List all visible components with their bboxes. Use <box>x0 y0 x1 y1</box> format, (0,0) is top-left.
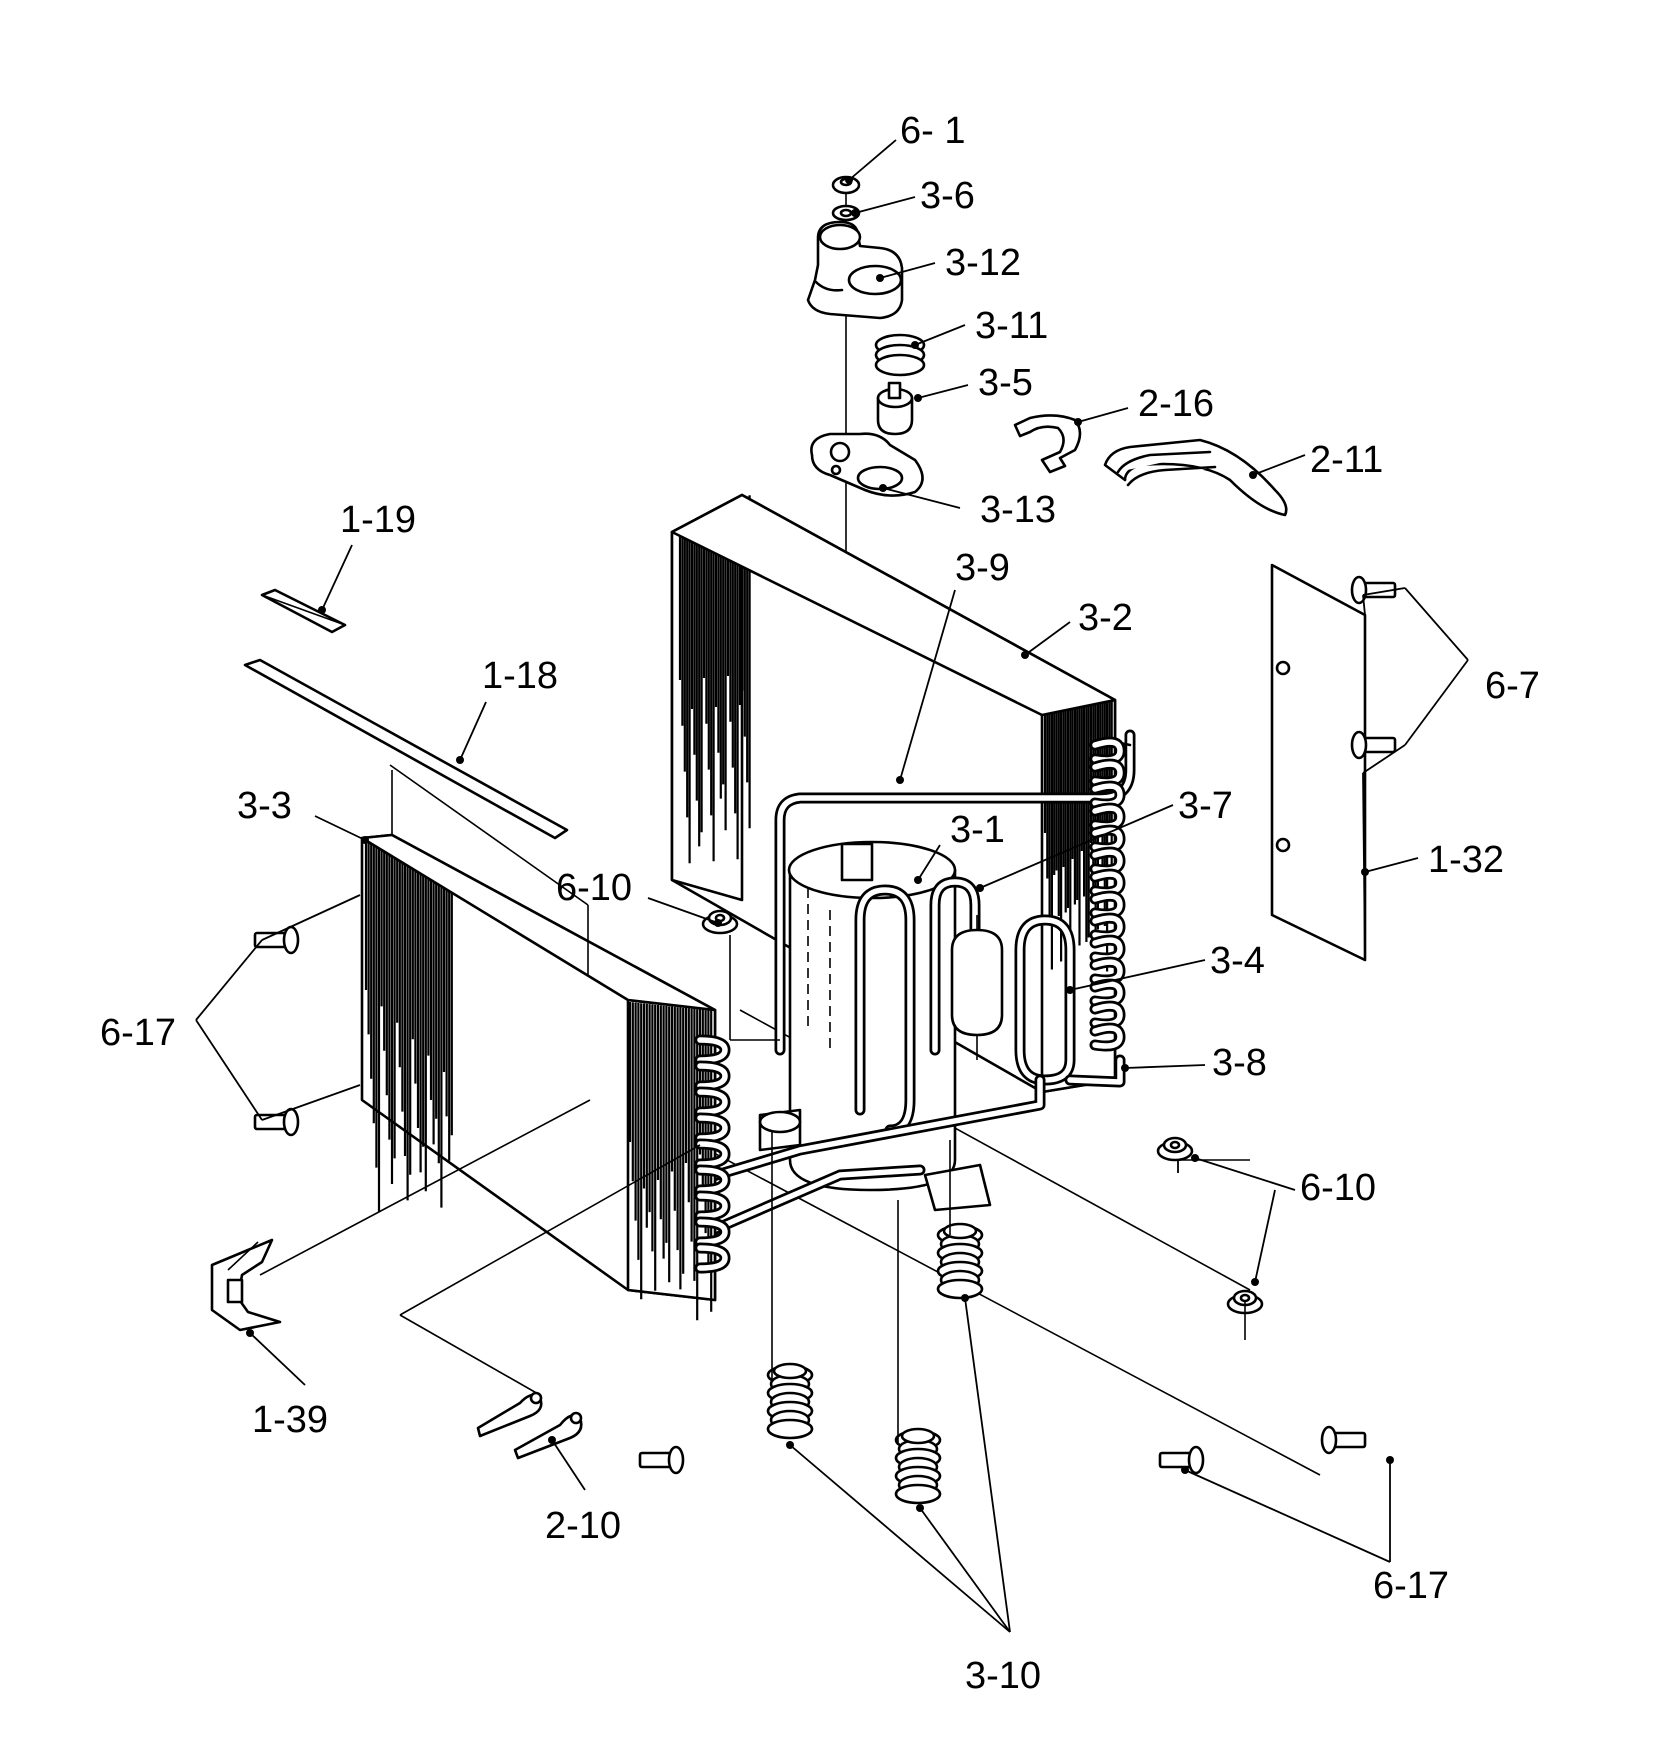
label-3-2: 3-2 <box>1078 597 1133 639</box>
part-3-3-evaporator-coil <box>360 770 717 1321</box>
label-1-32: 1-32 <box>1428 839 1504 881</box>
leader-lines <box>195 139 1469 1633</box>
part-1-18-strip <box>243 658 569 840</box>
return-bend-inner <box>697 1089 728 1115</box>
label-3-8: 3-8 <box>1212 1042 1267 1084</box>
part-2-16-clamp <box>1013 414 1082 474</box>
label-3-5: 3-5 <box>978 362 1033 404</box>
label-3-3: 3-3 <box>237 785 292 827</box>
screw <box>1158 1445 1205 1475</box>
label-3-13: 3-13 <box>980 489 1056 531</box>
part-1-39-bracket <box>210 1238 282 1332</box>
return-bend-inner <box>697 1115 728 1141</box>
label-3-1: 3-1 <box>950 809 1005 851</box>
label-6-7: 6-7 <box>1485 665 1540 707</box>
label-2-10: 2-10 <box>545 1505 621 1547</box>
rubber-foot-top <box>900 1427 936 1445</box>
coil-return-bends <box>694 1034 731 1274</box>
part-3-13-gasket <box>810 432 924 497</box>
capillary-loop-inner <box>1092 1025 1123 1049</box>
label-6-17-left: 6-17 <box>100 1012 176 1054</box>
screw-shank <box>1158 1451 1194 1469</box>
screw <box>253 925 300 955</box>
rubber-foot <box>766 1362 814 1440</box>
label-3-10: 3-10 <box>965 1655 1041 1697</box>
screw-head <box>667 1445 685 1475</box>
label-1-19: 1-19 <box>340 499 416 541</box>
capillary-coil <box>1089 736 1132 1052</box>
label-6-10-right: 6-10 <box>1300 1167 1376 1209</box>
rubber-foot <box>894 1427 942 1505</box>
label-3-12: 3-12 <box>945 242 1021 284</box>
label-6-17-right: 6-17 <box>1373 1565 1449 1607</box>
part-3-6-washer <box>831 204 861 222</box>
screw-shank <box>638 1451 674 1469</box>
return-bend-inner <box>697 1167 728 1193</box>
part-1-32-panel <box>1270 563 1367 962</box>
nut <box>1156 1136 1194 1162</box>
screw <box>1320 1425 1367 1455</box>
label-6-1: 6- 1 <box>900 110 965 152</box>
return-bend-inner <box>697 1193 728 1219</box>
rubber-foot <box>936 1222 984 1300</box>
assembly-line <box>389 764 589 906</box>
label-3-4: 3-4 <box>1210 940 1265 982</box>
label-3-9: 3-9 <box>955 547 1010 589</box>
screw-head <box>282 925 300 955</box>
screw-shank <box>1361 736 1397 754</box>
return-bend-inner <box>697 1141 728 1167</box>
rubber-foot-ring <box>894 1483 942 1505</box>
return-bend-inner <box>697 1037 728 1063</box>
part-3-10-rubber-feet <box>766 1222 984 1505</box>
part-2-11-cable <box>1103 438 1288 517</box>
part-2-10-terminals <box>476 1391 583 1460</box>
screw-head <box>1350 730 1368 760</box>
label-2-11: 2-11 <box>1310 439 1383 481</box>
label-2-16: 2-16 <box>1138 383 1214 425</box>
accumulator <box>950 915 1004 1060</box>
part-number-labels: 6- 1 3-6 3-12 3-11 3-5 2-16 2-11 3-13 1-… <box>100 110 1540 1697</box>
rubber-foot-ring <box>766 1418 814 1440</box>
screw-head <box>1187 1445 1205 1475</box>
rubber-foot-top <box>772 1362 808 1380</box>
screw-head <box>1320 1425 1338 1455</box>
label-6-10-left: 6-10 <box>556 867 632 909</box>
assembly-line <box>399 1144 701 1316</box>
part-3-12-valve-body <box>806 220 904 320</box>
screw-shank <box>1331 1431 1367 1449</box>
return-bend-inner <box>697 1245 728 1271</box>
label-3-6: 3-6 <box>920 175 975 217</box>
label-1-18: 1-18 <box>482 655 558 697</box>
part-3-5-valve-core <box>876 381 914 436</box>
part-1-19-strip <box>260 588 347 634</box>
rubber-foot-ring <box>936 1278 984 1300</box>
screw <box>1350 730 1397 760</box>
return-bend-inner <box>697 1219 728 1245</box>
refrigerant-tubing <box>684 729 1136 1246</box>
screws <box>253 575 1397 1475</box>
screw <box>253 1107 300 1137</box>
return-bend-inner <box>697 1063 728 1089</box>
part-3-11-spring <box>874 333 926 377</box>
nut-hole <box>1169 1140 1181 1150</box>
rubber-foot-top <box>942 1222 978 1240</box>
label-1-39: 1-39 <box>252 1399 328 1441</box>
screw-head <box>282 1107 300 1137</box>
screw <box>638 1445 685 1475</box>
assembly-line <box>259 1099 591 1276</box>
label-3-7: 3-7 <box>1178 785 1233 827</box>
label-3-11: 3-11 <box>975 305 1048 347</box>
assembly-line <box>399 1314 541 1396</box>
